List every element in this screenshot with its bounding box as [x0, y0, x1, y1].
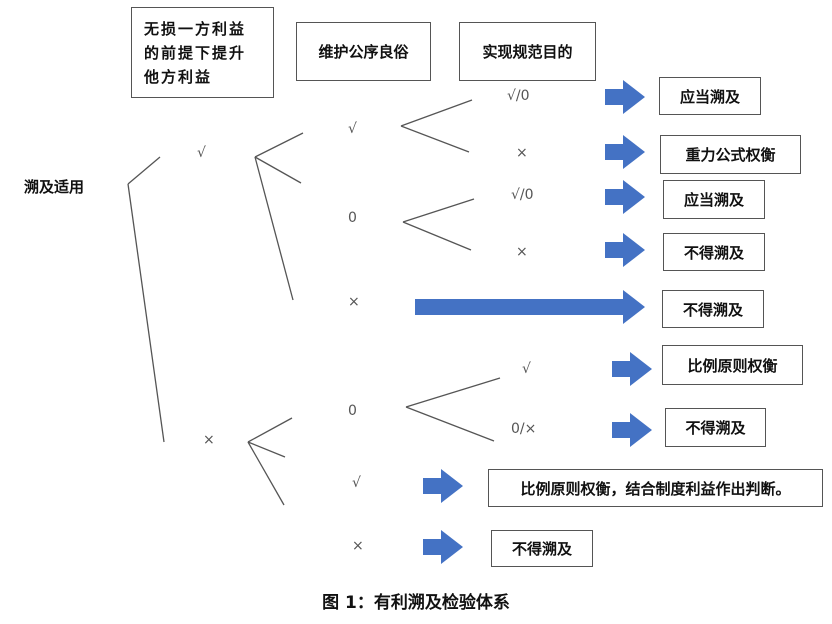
symbol: √ — [348, 121, 357, 137]
symbol: × — [203, 432, 215, 448]
right-arrow-icon — [612, 413, 652, 447]
criterion-1-line: 他方利益 — [144, 67, 213, 86]
symbol: √ — [522, 361, 531, 377]
right-arrow-icon — [423, 530, 463, 564]
figure-caption: 图 1：有利溯及检验体系 — [322, 593, 510, 613]
symbol: √ — [197, 145, 206, 161]
result-box: 应当溯及 — [659, 77, 761, 115]
result-box: 不得溯及 — [491, 530, 593, 567]
criterion-box-2: 维护公序良俗 — [296, 22, 431, 81]
symbol: 0/× — [511, 421, 537, 437]
right-arrow-icon — [612, 352, 652, 386]
criterion-box-3: 实现规范目的 — [459, 22, 596, 81]
symbol: × — [348, 294, 360, 310]
result-box: 比例原则权衡，结合制度利益作出判断。 — [488, 469, 823, 507]
result-box: 不得溯及 — [665, 408, 766, 447]
criterion-1-line: 的前提下提升 — [144, 43, 247, 62]
symbol: 0 — [348, 210, 357, 226]
right-arrow-icon — [415, 290, 645, 324]
symbol: √ — [352, 475, 361, 491]
symbol: √/0 — [507, 88, 530, 104]
right-arrow-icon — [423, 469, 463, 503]
right-arrow-icon — [605, 80, 645, 114]
right-arrow-icon — [605, 233, 645, 267]
symbol: √/0 — [511, 187, 534, 203]
result-box: 不得溯及 — [662, 290, 764, 328]
criterion-box-1: 无损一方利益 的前提下提升 他方利益 — [131, 7, 274, 98]
result-box: 不得溯及 — [663, 233, 765, 271]
symbol: × — [516, 145, 528, 161]
symbol: × — [352, 538, 364, 554]
right-arrow-icon — [605, 180, 645, 214]
right-arrow-icon — [605, 135, 645, 169]
symbol: × — [516, 244, 528, 260]
result-box: 重力公式权衡 — [660, 135, 801, 174]
criterion-1-line: 无损一方利益 — [144, 19, 247, 38]
symbol: 0 — [348, 403, 357, 419]
result-box: 比例原则权衡 — [662, 345, 803, 385]
result-box: 应当溯及 — [663, 180, 765, 219]
root-label: 溯及适用 — [24, 178, 85, 196]
